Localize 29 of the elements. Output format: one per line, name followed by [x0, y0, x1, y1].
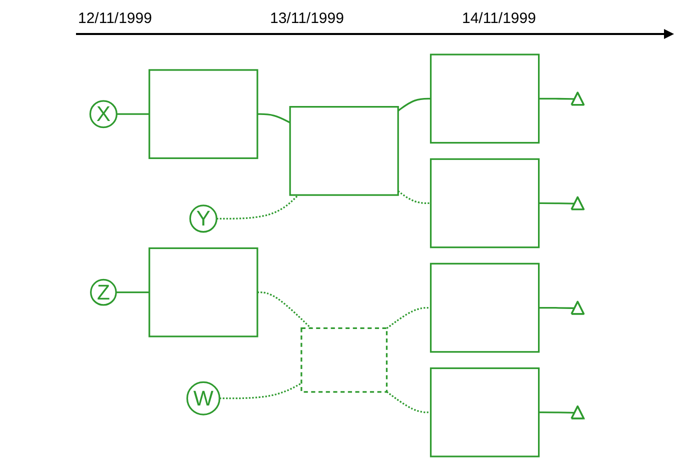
- node-circle: X: [89, 100, 118, 128]
- node-box: [148, 247, 258, 338]
- connector: [116, 113, 150, 115]
- node-box: [430, 367, 540, 458]
- connector: [220, 382, 302, 400]
- connector: [257, 113, 290, 124]
- connector: [538, 98, 575, 100]
- connector: [386, 306, 431, 330]
- date-label: 12/11/1999: [78, 10, 152, 27]
- date-label: 14/11/1999: [462, 10, 536, 27]
- node-box: [430, 262, 540, 353]
- node-circle: Y: [189, 204, 218, 233]
- date-label: 13/11/1999: [270, 10, 344, 27]
- node-circle: Z: [90, 278, 117, 306]
- node-box: [148, 69, 258, 160]
- connector: [216, 194, 299, 220]
- connector: [538, 412, 575, 414]
- connector: [386, 391, 431, 414]
- node-box: [289, 106, 399, 196]
- connector: [398, 98, 431, 112]
- connector: [538, 202, 575, 204]
- connector: [398, 190, 431, 204]
- node-box: [430, 54, 540, 144]
- node-circle: W: [186, 381, 220, 416]
- connector: [538, 306, 575, 309]
- connector: [116, 292, 150, 294]
- node-box: [430, 158, 540, 248]
- connector: [257, 292, 312, 329]
- node-box: [300, 327, 388, 393]
